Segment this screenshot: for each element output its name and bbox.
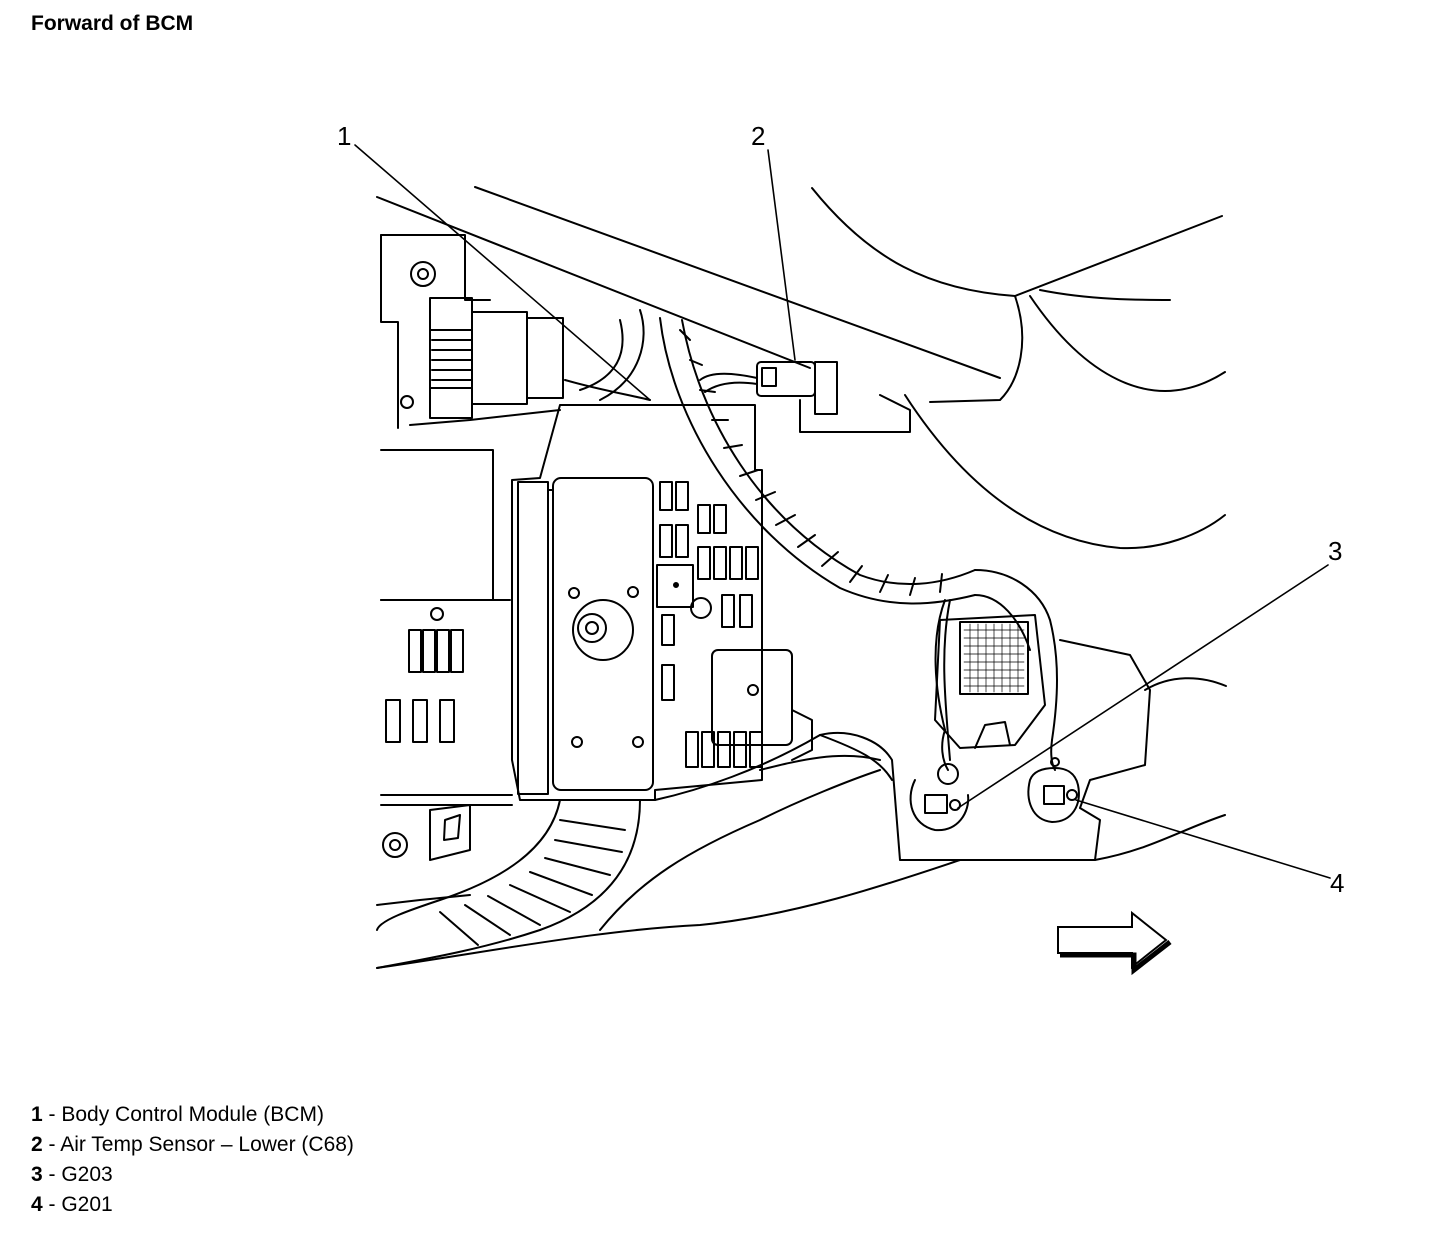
ground-g203 bbox=[911, 730, 969, 830]
wiring-harness bbox=[377, 310, 1057, 968]
legend-number: 2 bbox=[31, 1133, 43, 1156]
lower-structure bbox=[377, 640, 1226, 968]
legend-text: - G203 bbox=[42, 1163, 113, 1186]
legend-text: - Body Control Module (BCM) bbox=[42, 1103, 324, 1126]
left-panel bbox=[381, 450, 512, 860]
connector-mesh bbox=[964, 624, 1024, 692]
legend-number: 4 bbox=[31, 1193, 43, 1216]
air-temp-sensor-lower bbox=[700, 362, 910, 432]
body-control-module bbox=[512, 405, 812, 800]
legend-text: - Air Temp Sensor – Lower (C68) bbox=[42, 1133, 354, 1156]
legend-text: - G201 bbox=[42, 1193, 113, 1216]
legend-number: 1 bbox=[31, 1103, 43, 1126]
left-bracket bbox=[381, 235, 563, 428]
callout-4: 4 bbox=[1330, 868, 1344, 898]
legend-item: 1 - Body Control Module (BCM) bbox=[31, 1100, 354, 1130]
dash-panel-upper bbox=[377, 187, 1225, 548]
ground-connector-block bbox=[935, 615, 1045, 748]
legend-number: 3 bbox=[31, 1163, 43, 1186]
callout-3: 3 bbox=[1328, 536, 1342, 566]
legend-item: 2 - Air Temp Sensor – Lower (C68) bbox=[31, 1130, 354, 1160]
component-legend: 1 - Body Control Module (BCM) 2 - Air Te… bbox=[31, 1100, 354, 1220]
page-title: Forward of BCM bbox=[31, 12, 194, 35]
legend-item: 4 - G201 bbox=[31, 1190, 354, 1220]
legend-item: 3 - G203 bbox=[31, 1160, 354, 1190]
ground-g201 bbox=[1028, 740, 1078, 822]
forward-arrow-icon bbox=[1058, 913, 1170, 970]
callout-2: 2 bbox=[751, 121, 765, 151]
callout-leader-lines bbox=[355, 145, 1330, 878]
callout-1: 1 bbox=[337, 121, 351, 151]
component-location-diagram: 1 2 3 4 bbox=[337, 121, 1344, 1060]
